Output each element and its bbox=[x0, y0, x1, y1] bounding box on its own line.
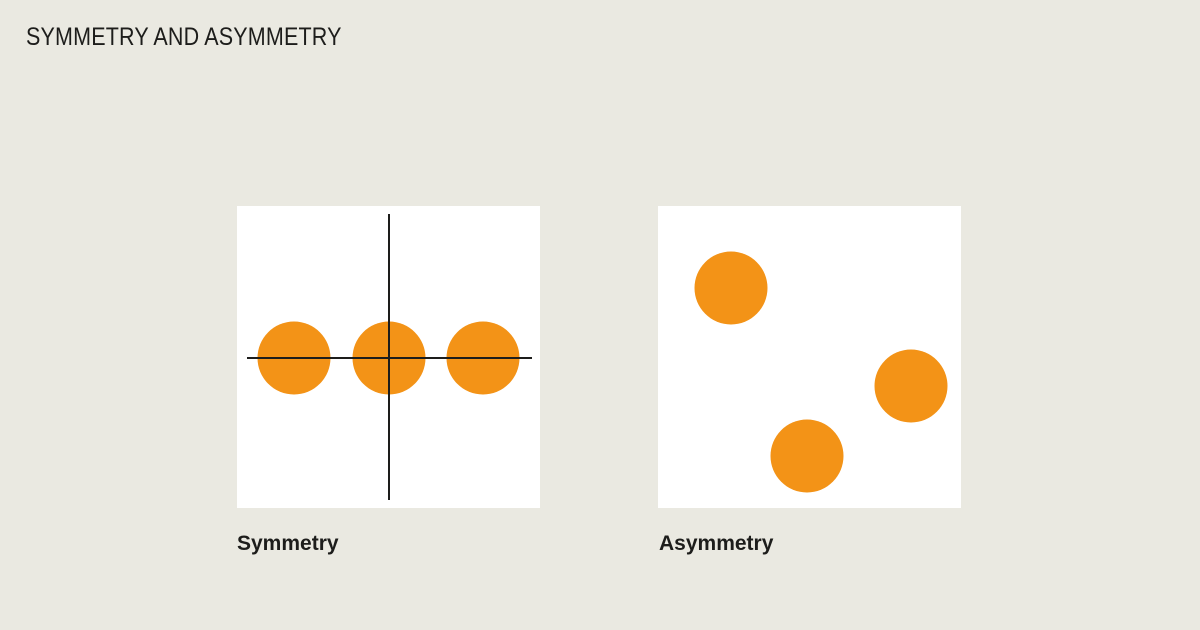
asymmetry-circle-bottom bbox=[770, 419, 844, 493]
asymmetry-circle-top-left bbox=[694, 251, 768, 325]
asymmetry-panel bbox=[658, 206, 961, 508]
symmetry-panel bbox=[237, 206, 540, 508]
asymmetry-circle-right bbox=[874, 349, 948, 423]
asymmetry-caption: Asymmetry bbox=[659, 532, 774, 555]
symmetry-caption: Symmetry bbox=[237, 532, 339, 555]
page-title: SYMMETRY AND ASYMMETRY bbox=[26, 23, 342, 51]
asymmetry-diagram bbox=[694, 251, 948, 493]
symmetry-diagram bbox=[247, 214, 532, 500]
